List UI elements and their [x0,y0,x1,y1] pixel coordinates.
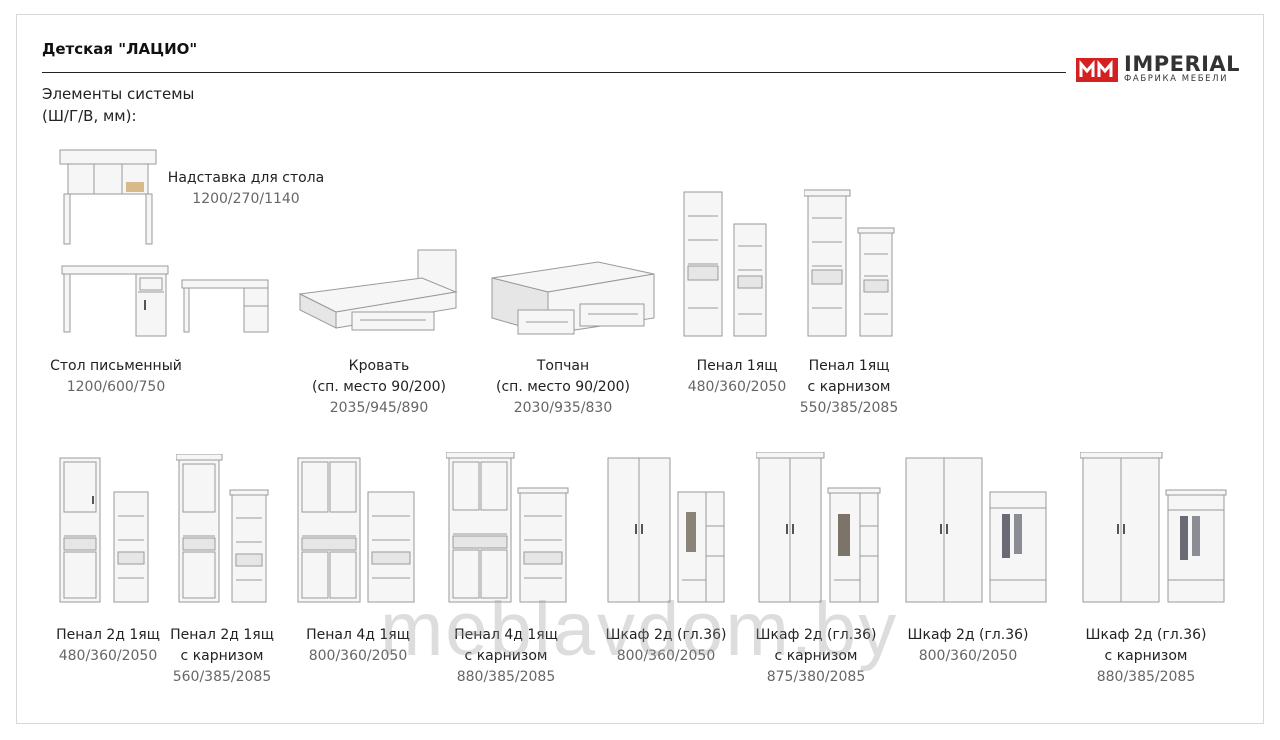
pencil-2d-1drawer-cornice-image [176,454,269,603]
wardrobe-2d-image [607,457,725,603]
pencil-1drawer-cornice-image [804,189,895,337]
brand-tagline: ФАБРИКА МЕБЕЛИ [1124,74,1229,84]
item-label: Пенал 2д 1ящ 480/360/2050 [56,627,160,664]
item-label: Пенал 2д 1ящ с карнизом 560/385/2085 [170,627,274,685]
header-rule [42,72,1066,73]
pencil-2d-1drawer-image [59,457,149,603]
watermark-text: meblavdom.by [380,587,899,672]
item-label: Шкаф 2д (гл.36) с карнизом 880/385/2085 [1085,627,1207,685]
bed-image [298,249,458,331]
pencil-4d-1drawer-image [297,457,415,603]
item-label: Стол письменный 1200/600/750 [50,358,182,395]
item-label: Кровать (сп. место 90/200) 2035/945/890 [312,358,446,416]
brand-logo: IMPERIAL ФАБРИКА МЕБЕЛИ [1076,52,1256,86]
page-title: Детская "ЛАЦИО" [42,40,198,58]
brand-name: IMPERIAL [1124,52,1241,76]
subtitle-line1: Элементы системы [42,85,195,103]
daybed-image [491,261,655,335]
pencil-1drawer-image [683,191,767,337]
item-label: Пенал 4д 1ящ 800/360/2050 [306,627,410,664]
item-label: Пенал 1ящ 480/360/2050 [687,358,787,395]
wardrobe-2d-b-image [905,457,1047,603]
desk-hutch-image [59,149,157,245]
subtitle-line2: (Ш/Г/В, мм): [42,107,137,125]
wardrobe-2d-cornice-image [756,452,881,603]
subtitle: Элементы системы (Ш/Г/В, мм): [42,83,194,127]
desk-image [61,265,269,337]
brand-mark-icon [1076,58,1118,82]
wardrobe-2d-b-cornice-image [1080,452,1227,603]
item-label: Надставка для стола 1200/270/1140 [167,170,325,207]
item-label: Шкаф 2д (гл.36) с карнизом 875/380/2085 [755,627,877,685]
item-label: Топчан (сп. место 90/200) 2030/935/830 [496,358,630,416]
item-label: Пенал 4д 1ящ с карнизом 880/385/2085 [454,627,558,685]
item-label: Шкаф 2д (гл.36) 800/360/2050 [907,627,1029,664]
page-frame [16,14,1264,724]
item-label: Пенал 1ящ с карнизом 550/385/2085 [799,358,899,416]
pencil-4d-1drawer-cornice-image [446,452,569,603]
item-label: Шкаф 2д (гл.36) 800/360/2050 [605,627,727,664]
